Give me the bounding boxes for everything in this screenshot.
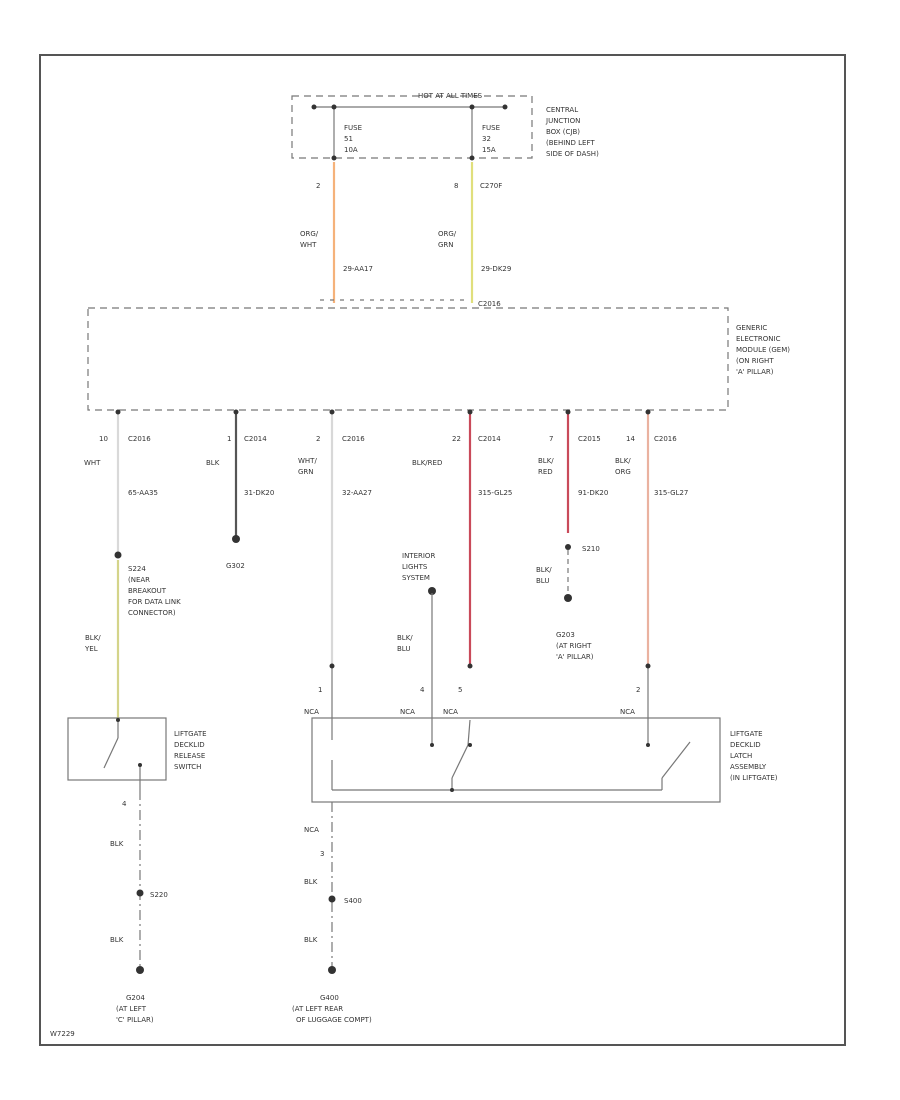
latch-nca-2: NCA <box>620 708 635 716</box>
latch-nca-1: NCA <box>304 708 319 716</box>
ground-g203 <box>564 594 572 602</box>
out-conn-c2014-b: C2014 <box>478 435 501 443</box>
gem-output-pins: 10 C2016 WHT 65-AA35 1 C2014 BLK 31-DK20… <box>84 435 688 497</box>
wire-a-id-label: 29-AA17 <box>343 265 373 273</box>
latch-pin-1: 1 <box>318 686 322 694</box>
out-pin-14: 14 <box>626 435 635 443</box>
out-wire-31-dk20: 31-DK20 <box>244 489 274 497</box>
right-blk2-label: BLK <box>304 936 318 944</box>
s210-label: S210 <box>582 545 600 553</box>
pin-2-label: 2 <box>316 182 320 190</box>
left-blk2-label: BLK <box>110 936 124 944</box>
g302-label: G302 <box>226 562 245 570</box>
latch-pin-5: 5 <box>458 686 462 694</box>
out-conn-c2016-c: C2016 <box>654 435 677 443</box>
splice-s220 <box>136 889 144 897</box>
out-wire-32-aa27: 32-AA27 <box>342 489 372 497</box>
out-conn-c2015: C2015 <box>578 435 601 443</box>
ground-g400 <box>328 966 336 974</box>
latch-pin-2: 2 <box>636 686 640 694</box>
interior-lights-node <box>428 587 436 595</box>
out-conn-c2016-b: C2016 <box>342 435 365 443</box>
out-wire-315-gl25: 315-GL25 <box>478 489 512 497</box>
out-pin-7: 7 <box>549 435 553 443</box>
out-color-blk: BLK <box>206 459 220 467</box>
out-wire-315-gl27: 315-GL27 <box>654 489 688 497</box>
s400-label: S400 <box>344 897 362 905</box>
s220-label: S220 <box>150 891 168 899</box>
left-blk1-label: BLK <box>110 840 124 848</box>
out-color-wht: WHT <box>84 459 101 467</box>
out-wire-91-dk20: 91-DK20 <box>578 489 608 497</box>
blk-blu2-label: BLK/BLU <box>536 566 552 585</box>
splice-s400 <box>328 895 336 903</box>
out-pin-10: 10 <box>99 435 108 443</box>
out-color-blk-red-b: BLK/RED <box>538 457 554 476</box>
right-nca-label: NCA <box>304 826 319 834</box>
right-pin-3: 3 <box>320 850 324 858</box>
out-conn-c2016-a: C2016 <box>128 435 151 443</box>
ground-g302 <box>232 535 240 543</box>
latch-nca-4: NCA <box>400 708 415 716</box>
out-color-blk-org: BLK/ORG <box>615 457 631 476</box>
right-blk1-label: BLK <box>304 878 318 886</box>
wire-b-color-label: ORG/GRN <box>438 230 457 249</box>
switch-pin-4: 4 <box>122 800 127 808</box>
hot-at-all-times-label: HOT AT ALL TIMES <box>418 92 483 100</box>
out-color-wht-grn: WHT/GRN <box>298 457 317 476</box>
g204-label: G204(AT LEFT'C' PILLAR) <box>116 994 154 1024</box>
gem-connector-label: C2016 <box>478 300 501 308</box>
c270f-label: C270F <box>480 182 502 190</box>
out-wire-65-aa35: 65-AA35 <box>128 489 158 497</box>
out-pin-2: 2 <box>316 435 320 443</box>
blk-blu-label: BLK/BLU <box>397 634 413 653</box>
out-pin-1: 1 <box>227 435 231 443</box>
splice-s210 <box>565 544 571 550</box>
splice-s224 <box>114 551 122 559</box>
wire-a-color-label: ORG/WHT <box>300 230 319 249</box>
latch-nca-5: NCA <box>443 708 458 716</box>
blk-yel-label: BLK/YEL <box>84 634 101 653</box>
g203-label: G203(AT RIGHT'A' PILLAR) <box>556 631 594 661</box>
outer-frame <box>39 54 846 1046</box>
wire-b-id-label: 29-DK29 <box>481 265 511 273</box>
latch-pin-4: 4 <box>420 686 425 694</box>
pin-8-label: 8 <box>454 182 458 190</box>
out-color-blk-red: BLK/RED <box>412 459 442 467</box>
ground-g204 <box>136 966 144 974</box>
out-conn-c2014-a: C2014 <box>244 435 267 443</box>
figure-id: W7229 <box>50 1030 75 1038</box>
out-pin-22: 22 <box>452 435 461 443</box>
